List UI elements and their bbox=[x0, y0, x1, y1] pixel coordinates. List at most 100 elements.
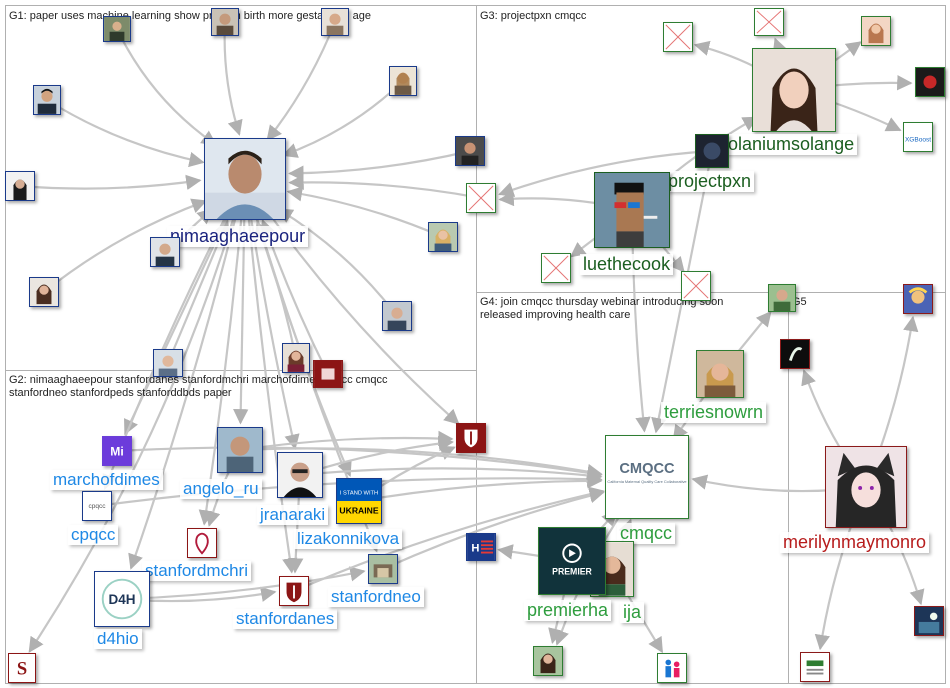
label-nimaaghaeepour[interactable]: nimaaghaeepour bbox=[167, 226, 309, 247]
vertex-g1-user-13[interactable] bbox=[282, 343, 310, 373]
vertex-g5-user-2[interactable] bbox=[780, 339, 810, 369]
edge-angelo_ru-avatar-to-stanfordpeds-logo bbox=[239, 430, 454, 452]
label-jranaraki[interactable]: jranaraki bbox=[257, 505, 329, 525]
vertex-g3-broken-3[interactable] bbox=[466, 183, 496, 213]
group-g1-title: G1: paper uses machine learning show pre… bbox=[9, 10, 371, 22]
vertex-g5-user-1[interactable] bbox=[903, 284, 933, 314]
premier-logo-text: PREMIER bbox=[552, 567, 592, 577]
label-luethecook[interactable]: luethecook bbox=[580, 254, 674, 275]
vertex-g5-foodbank-logo[interactable] bbox=[800, 652, 830, 682]
label-lizakonnikova[interactable]: lizakonnikova bbox=[294, 529, 403, 549]
vertex-g1-user-11[interactable] bbox=[382, 301, 412, 331]
vertex-stanfordanes-logo[interactable] bbox=[279, 576, 309, 606]
edge-g1-user-7-to-nimaaghaeepour-avatar bbox=[19, 174, 202, 190]
label-stanfordneo[interactable]: stanfordneo bbox=[328, 587, 424, 607]
svg-text:cpqcc: cpqcc bbox=[88, 503, 106, 510]
label-merilynmaymonro[interactable]: merilynmaymonro bbox=[780, 532, 930, 553]
vertex-stanfordmchri-logo[interactable] bbox=[187, 528, 217, 558]
vertex-luethecook-avatar[interactable] bbox=[594, 172, 670, 248]
svg-text:H: H bbox=[471, 543, 479, 555]
ukraine-line2: UKRAINE bbox=[339, 505, 378, 515]
vertex-g3-user-2[interactable] bbox=[915, 67, 945, 97]
xgboost-logo-text: XGBoost bbox=[905, 137, 931, 144]
vertex-g1-user-3[interactable] bbox=[321, 8, 349, 36]
vertex-jranaraki-avatar[interactable] bbox=[277, 452, 323, 498]
edge-stanfordneo-avatar-to-cmqcc-logo bbox=[382, 488, 606, 571]
vertex-ukraine-avatar[interactable]: I STAND WITH UKRAINE bbox=[336, 478, 382, 524]
vertex-merilynmaymonro-avatar[interactable] bbox=[825, 446, 907, 528]
d4h-logo-text: D4H bbox=[108, 592, 135, 607]
ukraine-line1: I STAND WITH bbox=[340, 490, 378, 496]
vertex-g1-user-6[interactable] bbox=[455, 136, 485, 166]
vertex-g3-broken-2[interactable] bbox=[663, 22, 693, 52]
vertex-marchofdimes-logo[interactable]: Mi bbox=[102, 436, 132, 466]
vertex-solaniumsolange-avatar[interactable] bbox=[752, 48, 836, 132]
vertex-g3-broken-5[interactable] bbox=[681, 271, 711, 301]
edge-nimaaghaeepour-avatar-to-stanfordmchri-logo bbox=[198, 178, 247, 526]
label-angelo_ru[interactable]: angelo_ru bbox=[180, 479, 262, 499]
edge-projectpxn-avatar-to-g3-broken-3 bbox=[498, 149, 713, 197]
label-marchofdimes[interactable]: marchofdimes bbox=[50, 470, 163, 490]
vertex-g4-user-2[interactable] bbox=[533, 646, 563, 676]
label-cpqcc[interactable]: cpqcc bbox=[68, 525, 119, 545]
vertex-d4hio-logo[interactable]: D4H bbox=[94, 571, 150, 627]
vertex-g1-user-14[interactable] bbox=[313, 360, 343, 388]
vertex-g3-broken-4[interactable] bbox=[541, 253, 571, 283]
vertex-projectpxn-avatar[interactable] bbox=[695, 134, 729, 168]
label-terriesnowrn[interactable]: terriesnowrn bbox=[661, 402, 767, 423]
vertex-xgboost-logo[interactable]: XGBoost bbox=[903, 122, 933, 152]
edge-g3-broken-3-to-nimaaghaeepour-avatar bbox=[288, 174, 482, 200]
edge-g1-user-6-to-nimaaghaeepour-avatar bbox=[288, 149, 471, 181]
vertex-g1-user-7[interactable] bbox=[5, 171, 35, 201]
vertex-g1-user-5[interactable] bbox=[389, 66, 417, 96]
edge-g1-user-10-to-nimaaghaeepour-avatar bbox=[43, 198, 208, 293]
vertex-g1-user-9[interactable] bbox=[150, 237, 180, 267]
edge-g1-user-1-to-nimaaghaeepour-avatar bbox=[116, 28, 218, 146]
edge-g1-user-3-to-nimaaghaeepour-avatar bbox=[266, 21, 337, 142]
vertex-g1-user-8[interactable] bbox=[428, 222, 458, 252]
vertex-angelo_ru-avatar[interactable] bbox=[217, 427, 263, 473]
vertex-g1-user-1[interactable] bbox=[103, 16, 131, 42]
svg-text:Mi: Mi bbox=[110, 445, 123, 459]
vertex-g5-user-3[interactable] bbox=[914, 606, 944, 636]
vertex-g1-user-2[interactable] bbox=[211, 8, 239, 36]
vertex-g4-family-logo[interactable] bbox=[657, 653, 687, 683]
label-premierha[interactable]: premierha bbox=[524, 600, 612, 621]
vertex-g1-user-4[interactable] bbox=[33, 85, 61, 115]
edge-stanfordanes-logo-to-cmqcc-logo bbox=[293, 486, 605, 593]
vertex-g1-user-12[interactable] bbox=[153, 349, 183, 377]
label-solaniumsolange[interactable]: solaniumsolange bbox=[716, 134, 858, 155]
edge-g1-user-4-to-nimaaghaeepour-avatar bbox=[46, 99, 205, 168]
vertex-g4-user-1[interactable] bbox=[768, 284, 796, 312]
label-cmqcc[interactable]: cmqcc bbox=[617, 523, 676, 544]
vertex-hhs-logo[interactable]: H bbox=[466, 533, 496, 561]
group-g5-box bbox=[788, 292, 946, 684]
cmqcc-logo-subtext: California Maternal Quality Care Collabo… bbox=[607, 479, 686, 484]
vertex-cmqcc-logo[interactable]: CMQCC California Maternal Quality Care Co… bbox=[605, 435, 689, 519]
svg-text:S: S bbox=[17, 659, 27, 680]
label-stanfordanes[interactable]: stanfordanes bbox=[233, 609, 338, 629]
vertex-stanfordpeds-logo[interactable] bbox=[456, 423, 486, 453]
label-d4hio[interactable]: d4hio bbox=[94, 629, 142, 649]
edge-nimaaghaeepour-avatar-to-stanford-s-logo bbox=[28, 178, 247, 653]
group-g2-title: G2: nimaaghaeepour stanfordanes stanford… bbox=[9, 374, 388, 399]
label-ija[interactable]: ija bbox=[620, 602, 645, 623]
vertex-stanford-s-logo[interactable]: S bbox=[8, 653, 36, 683]
label-projectpxn[interactable]: projectpxn bbox=[665, 171, 755, 192]
edge-angelo_ru-avatar-to-cmqcc-logo bbox=[239, 447, 603, 480]
vertex-g3-user-1[interactable] bbox=[861, 16, 891, 46]
edge-d4hio-logo-to-stanfordneo-avatar bbox=[121, 566, 366, 601]
group-g3-title: G3: projectpxn cmqcc bbox=[480, 10, 587, 22]
cmqcc-logo-text: CMQCC bbox=[619, 461, 675, 477]
vertex-nimaaghaeepour-avatar[interactable] bbox=[204, 138, 286, 220]
vertex-cpqcc-logo[interactable]: cpqcc bbox=[82, 491, 112, 521]
vertex-terriesnowrn-avatar[interactable] bbox=[696, 350, 744, 398]
edge-marchofdimes-logo-to-cmqcc-logo bbox=[116, 446, 603, 481]
vertex-g1-user-10[interactable] bbox=[29, 277, 59, 307]
label-stanfordmchri[interactable]: stanfordmchri bbox=[142, 561, 251, 581]
vertex-premierha-logo[interactable]: PREMIER bbox=[538, 527, 606, 595]
edge-g1-user-8-to-nimaaghaeepour-avatar bbox=[286, 186, 444, 239]
vertex-g3-broken-1[interactable] bbox=[754, 8, 784, 36]
vertex-stanfordneo-avatar[interactable] bbox=[368, 554, 398, 584]
